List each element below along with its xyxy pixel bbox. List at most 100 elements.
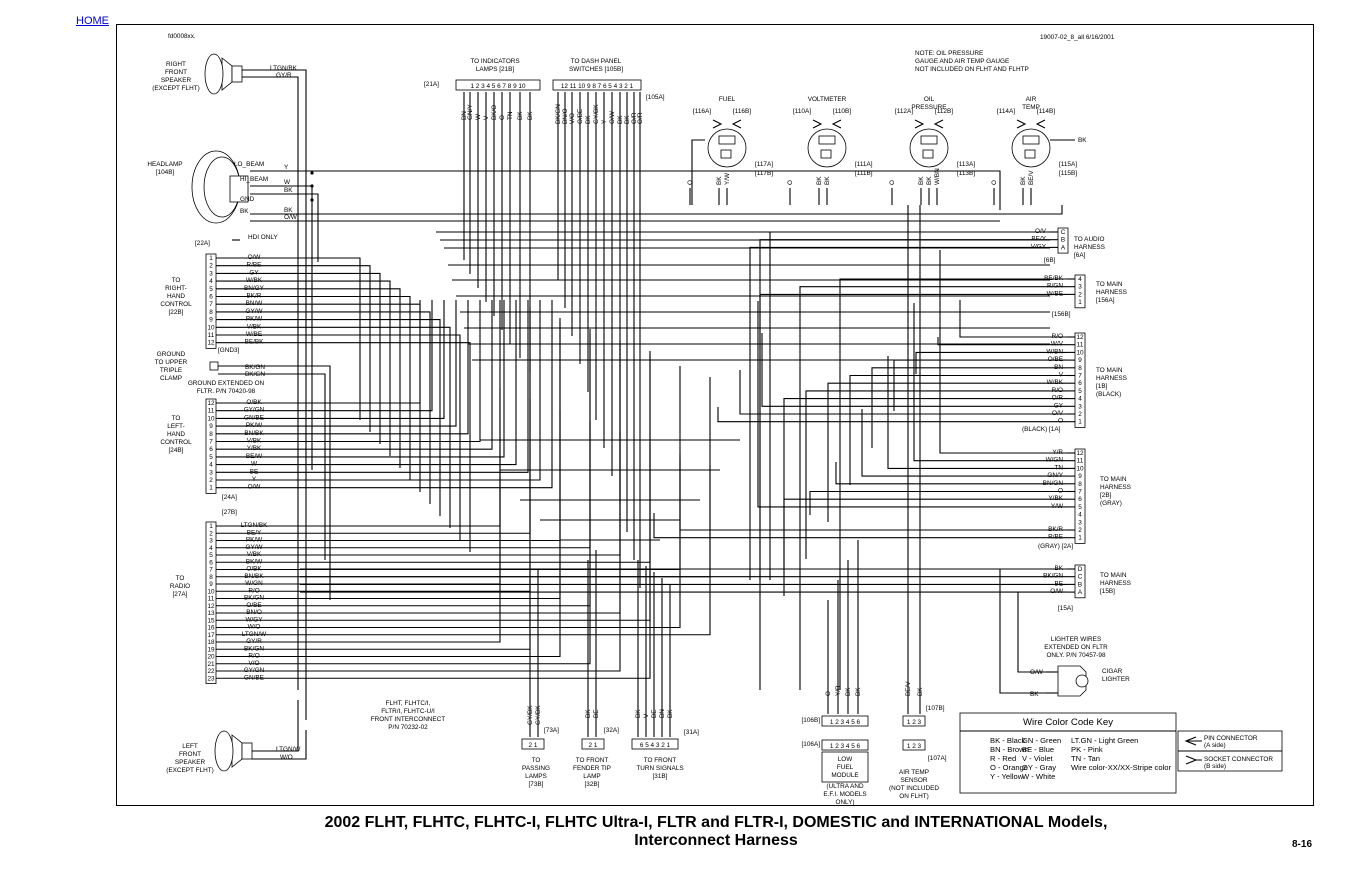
color-key-entry: BK - Black [990,736,1026,745]
pin-number: 10 [207,324,215,331]
speaker-icon [241,742,253,760]
wire [272,340,621,672]
pin-number: 7 [209,567,213,574]
wire-label: GY/BK [593,104,600,124]
wire [272,257,361,420]
right-hand-control-connector [205,253,217,349]
wire-label: GY [249,269,259,276]
wire-label: BK [284,207,293,214]
pin-number: 8 [209,574,213,581]
left-hand-control-label: [24B] [169,447,184,454]
wire [272,329,591,665]
fuel-module-label: FUEL [837,764,854,771]
lighter-note: ONLY. P/N 70457-98 [1046,652,1106,659]
wire-label: BK [585,115,592,124]
audio-harness-label: HARNESS [1074,244,1105,251]
main-15-label: HARNESS [1100,580,1131,587]
wire [272,300,505,458]
wire-label: BN [461,111,468,120]
connector-ref: [156B] [1052,311,1071,318]
wire-label: W/V [1051,341,1064,348]
color-key-entry: BE - Blue [1022,745,1054,754]
wire [272,300,553,489]
connector-ref: [105A] [646,94,665,101]
front-interconnect-label: P/N 70232-02 [388,724,428,731]
fuel-module-connector-a [821,739,869,751]
wire [759,239,1050,580]
pin-number: 11 [208,332,215,339]
air-temp-sensor-note: (NOT INCLUDED [889,785,939,792]
wire-label: BE [1054,580,1063,587]
home-link[interactable]: HOME [76,15,109,27]
gauge-ref: [115B] [1059,170,1077,177]
gauge-ref: [112A] [895,108,913,115]
wire-label: W/GY [245,616,263,623]
socket-connector-icon [1035,119,1046,129]
wire-label: GY/BK [535,705,542,725]
turn-signals-connector [631,738,679,750]
passing-lamps-label: PASSING [522,765,550,772]
connector-ref: [73A] [544,727,559,734]
socket-connector-label: SOCKET CONNECTOR [1204,756,1273,763]
wire-label: R/GN [1047,283,1063,290]
wire-label: BK/GN [1043,573,1063,580]
wire-label: BK/GN [245,371,265,378]
pin-number: 2 [1078,527,1082,534]
wire-label: W/BE [1047,290,1063,297]
wire-label: PK/W [246,316,263,323]
note-text: NOT INCLUDED ON FLHT AND FLHTP [915,66,1029,73]
cigar-lighter-label: LIGHTER [1102,676,1130,683]
wire [272,319,441,516]
pin-connector-icon [914,119,925,129]
pin-number: 5 [209,454,213,461]
wire [252,730,307,760]
wire-label: O/BK [246,399,262,406]
left-hand-control-label: CONTROL [160,439,192,446]
wire [292,170,1001,210]
turn-signals-label: TURN SIGNALS [636,765,683,772]
connector-ref: (BLACK) [1A] [1022,426,1061,433]
pin-number: 8 [209,431,213,438]
speaker-icon [221,57,233,91]
wire [272,303,421,492]
wire-label: GY/GN [244,407,265,414]
wire-label: BN/GN [1043,480,1064,487]
wire-label: GY/W [245,544,263,551]
color-key-entry: PK - Pink [1071,745,1103,754]
pin-number: D [1078,566,1083,573]
right-hand-control-label: TO [172,277,181,284]
pin-number: 7 [209,301,213,308]
color-key-entry: Wire color-XX/XX-Stripe color [1071,763,1171,772]
main-2-label: [2B] [1100,492,1112,499]
pin-number: 6 [1078,380,1082,387]
pin-number: 19 [207,646,215,653]
indicators-label: LAMPS [21B] [476,66,515,73]
fuel-module-label: LOW [838,756,854,763]
gauge-name: PRESSURE [911,104,946,111]
pin-number: 10 [1076,349,1084,356]
left-hand-control-label: LEFT- [167,423,184,430]
speaker-icon [231,65,243,83]
pin-number: 11 [1077,458,1084,465]
wire-label: BK [824,176,831,185]
wire-label: W [284,179,291,186]
radio-label: [27A] [173,591,188,598]
connector-ref: [106B] [802,717,821,724]
color-key-entry: BN - Brown [990,745,1029,754]
wire [739,370,1067,415]
pin-number: 9 [1078,357,1082,364]
gauge-ref: [116A] [693,108,711,115]
color-key-entry: V - Violet [1022,754,1054,763]
wire [861,409,1067,477]
main-1-label: TO MAIN [1096,367,1123,374]
left-speaker-label: (EXCEPT FLHT) [166,767,213,774]
gauge-terminal [720,149,732,159]
gauge-terminal [820,149,832,159]
connector-ref: [107A] [928,755,947,762]
ground-label: CLAMP [160,375,182,382]
wire-label: BK/R [247,293,262,300]
wire [272,465,711,636]
pin-number: C [1061,229,1066,236]
pin-number: 1 [209,255,213,262]
gauge-terminal [1022,135,1040,145]
